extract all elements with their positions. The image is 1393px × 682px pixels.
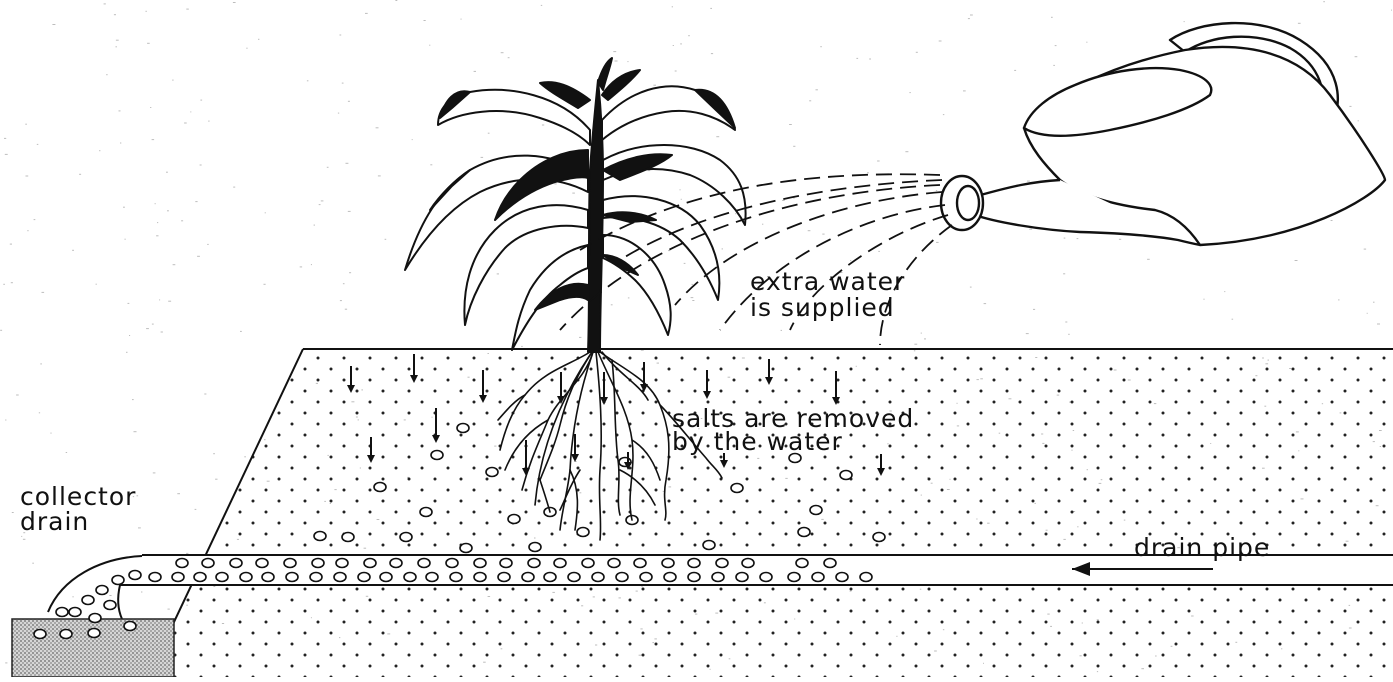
outlet-bubble (56, 608, 68, 617)
pipe-bubble (712, 573, 724, 582)
pipe-bubble (688, 573, 700, 582)
pipe-bubble (230, 559, 242, 568)
pipe-bubble (662, 559, 674, 568)
pipe-bubble (608, 559, 620, 568)
pipe-bubble (544, 573, 556, 582)
label-extra-water-line2: is supplied (750, 293, 895, 322)
pit-bubble (60, 630, 72, 639)
salt-particle (529, 543, 541, 552)
pipe-bubble (736, 573, 748, 582)
pit-bubble (124, 622, 136, 631)
salt-particle (840, 471, 852, 480)
pipe-bubble (256, 559, 268, 568)
outlet-bubble (112, 576, 124, 585)
outlet-bubble (96, 586, 108, 595)
label-drain-pipe: drain pipe (1134, 533, 1270, 562)
pipe-bubble (634, 559, 646, 568)
pipe-bubble (334, 573, 346, 582)
pipe-bubble (788, 573, 800, 582)
salt-particle (431, 451, 443, 460)
pipe-bubble (824, 559, 836, 568)
pipe-bubble (688, 559, 700, 568)
pipe-bubble (760, 573, 772, 582)
watering-can (941, 23, 1385, 245)
corn-plant (405, 58, 746, 352)
pipe-bubble (240, 573, 252, 582)
label-extra-water-line1: extra water (750, 267, 905, 296)
pipe-bubble (592, 573, 604, 582)
pipe-bubble (286, 573, 298, 582)
pipe-bubble (474, 559, 486, 568)
salt-particle (731, 484, 743, 493)
outlet-bubble (89, 614, 101, 623)
pipe-bubble (812, 573, 824, 582)
pipe-bubble (149, 573, 161, 582)
pipe-bubble (522, 573, 534, 582)
outlet-bubble (104, 601, 116, 610)
pipe-bubble (202, 559, 214, 568)
label-collector-line2: drain (20, 507, 89, 536)
salt-particle (457, 424, 469, 433)
pit-bubble (88, 629, 100, 638)
pipe-bubble (312, 559, 324, 568)
salt-particle (400, 533, 412, 542)
pipe-bubble (568, 573, 580, 582)
pipe-bubble (640, 573, 652, 582)
outlet-bubble (69, 608, 81, 617)
pipe-bubble (796, 559, 808, 568)
pipe-bubble (860, 573, 872, 582)
pipe-bubble (336, 559, 348, 568)
salt-particle (486, 468, 498, 477)
pipe-bubble (426, 573, 438, 582)
salt-particle (703, 541, 715, 550)
salt-particle (420, 508, 432, 517)
outlet-bubble (129, 571, 141, 580)
pipe-bubble (418, 559, 430, 568)
pipe-bubble (554, 559, 566, 568)
pipe-bubble (528, 559, 540, 568)
pipe-bubble (262, 573, 274, 582)
label-salts-line2: by the water (672, 427, 843, 456)
pipe-bubble (310, 573, 322, 582)
salt-particle (314, 532, 326, 541)
pipe-bubble (194, 573, 206, 582)
pipe-bubble (500, 559, 512, 568)
salt-particle (508, 515, 520, 524)
pipe-bubble (836, 573, 848, 582)
pipe-bubble (742, 559, 754, 568)
pit-bubble (34, 630, 46, 639)
pipe-bubble (176, 559, 188, 568)
outlet-bubble (82, 596, 94, 605)
pipe-bubble (284, 559, 296, 568)
pipe-bubble (664, 573, 676, 582)
salt-particle (873, 533, 885, 542)
salt-particle (460, 544, 472, 553)
pipe-bubble (404, 573, 416, 582)
pipe-bubble (498, 573, 510, 582)
pipe-bubble (716, 559, 728, 568)
pipe-bubble (450, 573, 462, 582)
salt-particle (810, 506, 822, 515)
salt-particle (374, 483, 386, 492)
pipe-bubble (616, 573, 628, 582)
salt-particle (577, 528, 589, 537)
pipe-bubble (172, 573, 184, 582)
salt-particle (342, 533, 354, 542)
pipe-bubble (216, 573, 228, 582)
pipe-bubble (380, 573, 392, 582)
pipe-bubble (474, 573, 486, 582)
salt-particle (798, 528, 810, 537)
pipe-bubble (364, 559, 376, 568)
pipe-bubble (358, 573, 370, 582)
pipe-bubble (390, 559, 402, 568)
pipe-bubble (446, 559, 458, 568)
pipe-bubble (582, 559, 594, 568)
soil-field (148, 349, 1393, 677)
